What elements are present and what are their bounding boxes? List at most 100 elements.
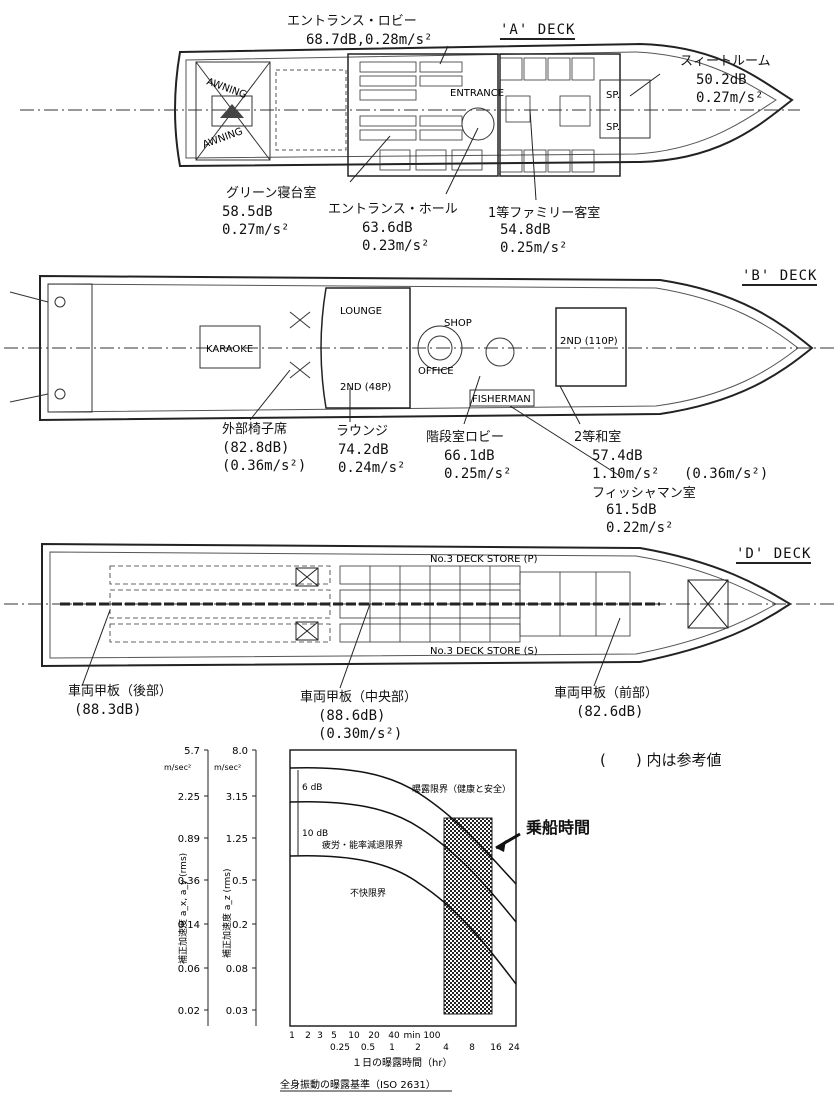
b-deck-plan: KARAOKE LOUNGE 2ND (48P) OFFICE SHOP 2ND… <box>4 274 834 477</box>
x-axis-label: １日の曝露時間（hr） <box>352 1057 452 1069</box>
x-tick-12: 4 <box>443 1043 449 1053</box>
inner-tick-2: 1.25 <box>226 834 248 845</box>
annot-b-outside-seat-db: (82.8dB) <box>222 440 290 456</box>
annot-d-aft-name: 車両甲板（後部） <box>68 684 173 699</box>
x-tick-1: 2 <box>305 1031 311 1041</box>
annot-a-green-berth-db: 58.5dB <box>222 204 273 220</box>
curve-exposure-limit <box>289 766 517 885</box>
annot-a-suite-db: 50.2dB <box>696 72 747 88</box>
annot-b-japanese-room-name: 2等和室 <box>574 430 622 445</box>
label-fatigue-limit: 疲労・能率減退限界 <box>322 839 403 851</box>
boarding-time-label: 乗船時間 <box>526 818 591 837</box>
x-tick-4: 10 <box>348 1031 360 1041</box>
left-axis-label: 補正加速度 a_x, a_y (rms) <box>177 853 189 964</box>
lounge-label: LOUNGE <box>340 306 382 317</box>
x-tick-15: 24 <box>508 1043 520 1053</box>
left-tick-4: 0.14 <box>178 920 200 931</box>
left-tick-5: 0.06 <box>178 964 200 975</box>
inner-tick-1: 3.15 <box>226 792 248 803</box>
iso-graph: 5.7 2.25 0.89 0.36 0.14 0.06 0.02 m/sec²… <box>164 746 521 1092</box>
annot-d-center-acc: (0.30m/s²) <box>318 726 403 742</box>
annot-b-stair-lobby-name: 階段室ロビー <box>426 430 505 445</box>
annot-d-center-db: (88.6dB) <box>318 708 386 724</box>
annot-a-entrance-lobby-name: エントランス・ロビー <box>287 14 417 29</box>
annot-a-family-cabin-db: 54.8dB <box>500 222 551 238</box>
x-tick-8: 0.25 <box>330 1043 350 1053</box>
x-tick-6: 40 <box>388 1031 400 1041</box>
b-2nd-110p-label: 2ND (110P) <box>560 336 618 347</box>
b-deck-title: 'B' DECK <box>742 268 818 286</box>
inner-tick-4: 0.2 <box>232 920 248 931</box>
left-tick-3: 0.36 <box>178 876 200 887</box>
sp-label-2: SP. <box>606 122 620 133</box>
left-tick-2: 0.89 <box>178 834 200 845</box>
label-exposure-limit: 曝露限界（健康と安全） <box>412 783 511 795</box>
annot-b-japanese-room-ref: (0.36m/s²) <box>684 466 769 482</box>
inner-tick-3: 0.5 <box>232 876 248 887</box>
gap-10db: 10 dB <box>302 829 328 839</box>
left-tick-1: 2.25 <box>178 792 200 803</box>
inner-axis-label: 補正加速度 a_z (rms) <box>221 869 233 958</box>
annot-a-family-cabin-acc: 0.25m/s² <box>500 240 568 256</box>
curve-comfort-limit <box>289 854 517 985</box>
b-2nd-48p-label: 2ND (48P) <box>340 382 391 393</box>
label-comfort-limit: 不快限界 <box>350 887 386 899</box>
annot-a-suite-name: スィートルーム <box>680 54 771 69</box>
annot-a-suite-acc: 0.27m/s² <box>696 90 764 106</box>
annot-b-outside-seat-name: 外部椅子席 <box>222 422 288 437</box>
annot-b-outside-seat-acc: (0.36m/s²) <box>222 458 307 474</box>
x-tick-9: 0.5 <box>361 1043 375 1053</box>
inner-unit: m/sec² <box>214 763 241 772</box>
annot-a-family-cabin-name: 1等ファミリー客室 <box>488 206 601 221</box>
annot-b-stair-lobby-db: 66.1dB <box>444 448 495 464</box>
annot-d-center-name: 車両甲板（中央部） <box>300 690 418 705</box>
annot-a-green-berth-acc: 0.27m/s² <box>222 222 290 238</box>
office-label: OFFICE <box>418 366 454 377</box>
annot-b-fisherman-name: フィッシャマン室 <box>592 486 696 501</box>
left-unit: m/sec² <box>164 763 191 772</box>
annot-b-lounge-name: ラウンジ <box>336 424 389 439</box>
annot-b-stair-lobby-acc: 0.25m/s² <box>444 466 512 482</box>
deck-store-s-label: No.3 DECK STORE (S) <box>430 646 538 657</box>
boarding-time-band <box>443 817 493 1015</box>
annot-b-lounge-acc: 0.24m/s² <box>338 460 406 476</box>
gap-6db: 6 dB <box>302 783 322 793</box>
curve-fatigue-limit <box>289 800 517 923</box>
annot-d-aft-db: (88.3dB) <box>74 702 142 718</box>
inner-tick-5: 0.08 <box>226 964 248 975</box>
annot-a-entrance-hall-db: 63.6dB <box>362 220 413 236</box>
d-deck-title: 'D' DECK <box>736 546 812 564</box>
annot-b-japanese-room-db: 57.4dB <box>592 448 643 464</box>
d-deck-plan: No.3 DECK STORE (P) No.3 DECK STORE (S) <box>4 542 834 689</box>
reference-note: ( ) 内は参考値 <box>600 751 722 769</box>
x-tick-5: 20 <box>368 1031 380 1041</box>
x-tick-11: 2 <box>415 1043 421 1053</box>
annot-d-fwd-name: 車両甲板（前部） <box>554 686 659 701</box>
graph-caption: 全身振動の曝露基準（ISO 2631） <box>280 1078 436 1091</box>
annot-a-entrance-hall-name: エントランス・ホール <box>328 202 458 217</box>
a-deck-plan: AWNING AWNING ENTRANCE SP. SP. <box>20 42 800 201</box>
inner-tick-0: 8.0 <box>232 746 248 757</box>
annot-d-fwd-db: (82.6dB) <box>576 704 644 720</box>
shop-label: SHOP <box>444 318 472 329</box>
x-tick-7: min 100 <box>403 1031 440 1041</box>
left-tick-0: 5.7 <box>184 746 200 757</box>
deck-store-p-label: No.3 DECK STORE (P) <box>430 554 538 565</box>
left-tick-6: 0.02 <box>178 1006 200 1017</box>
x-tick-3: 5 <box>331 1031 337 1041</box>
x-tick-13: 8 <box>469 1043 475 1053</box>
annot-b-japanese-room-acc: 1.10m/s² <box>592 466 660 482</box>
awning-label-2: AWNING <box>201 126 244 151</box>
karaoke-label: KARAOKE <box>206 344 253 355</box>
annot-a-green-berth-name: グリーン寝台室 <box>226 186 317 201</box>
annot-b-fisherman-acc: 0.22m/s² <box>606 520 674 536</box>
annot-a-entrance-lobby-db: 68.7dB,0.28m/s² <box>306 32 433 48</box>
a-deck-title: 'A' DECK <box>500 22 576 40</box>
x-tick-14: 16 <box>490 1043 502 1053</box>
annot-b-fisherman-db: 61.5dB <box>606 502 657 518</box>
entrance-label: ENTRANCE <box>450 88 504 99</box>
inner-tick-6: 0.03 <box>226 1006 248 1017</box>
annot-b-lounge-db: 74.2dB <box>338 442 389 458</box>
graph-frame <box>289 749 517 1027</box>
annot-a-entrance-hall-acc: 0.23m/s² <box>362 238 430 254</box>
